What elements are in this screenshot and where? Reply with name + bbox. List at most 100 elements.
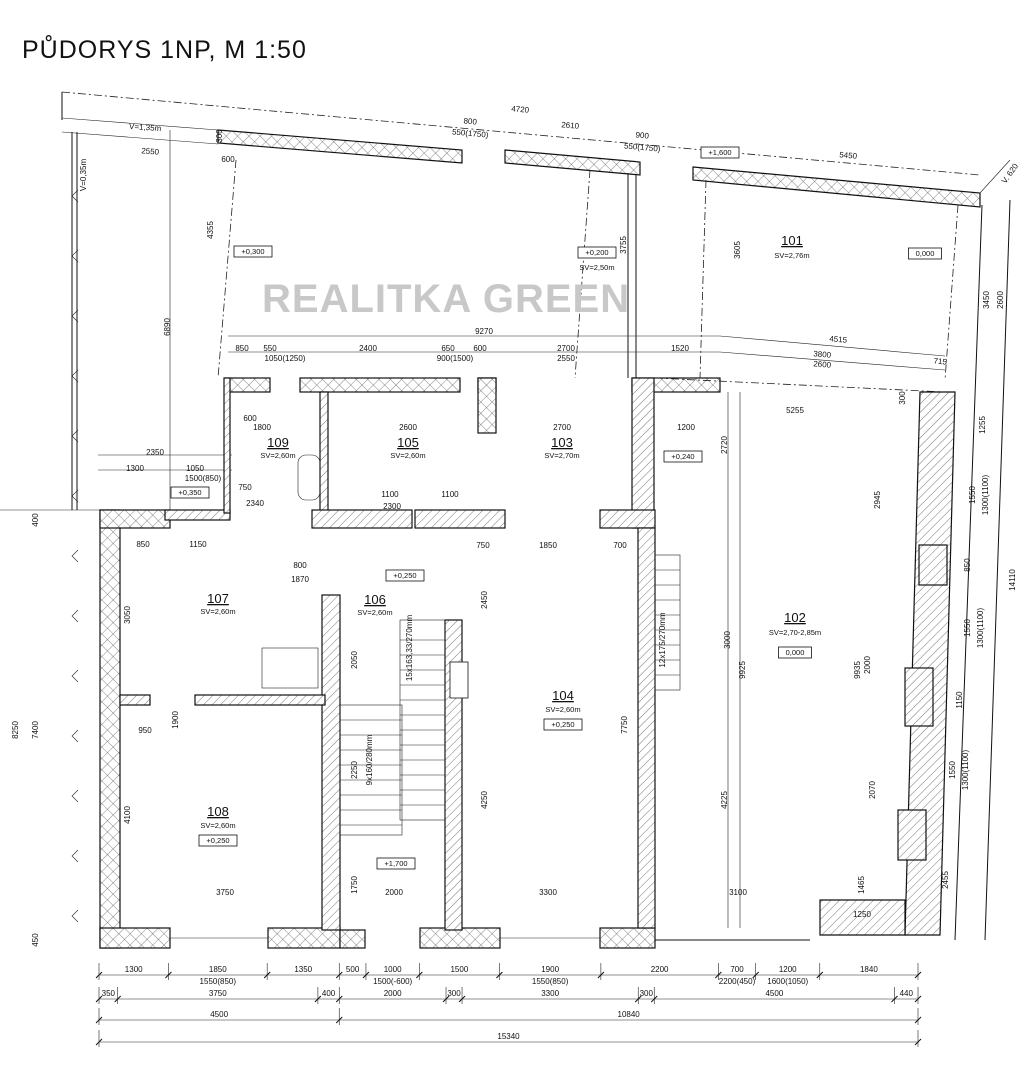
top-dimension: 750: [238, 483, 252, 492]
level-value: +0,200: [585, 248, 608, 257]
dimension-tick: [752, 971, 760, 979]
level-value: +0,300: [241, 247, 264, 256]
dimension-label: 1900: [171, 711, 180, 729]
dimension-label: 450: [31, 933, 40, 947]
room-108-height: SV=2,60m: [200, 821, 235, 830]
top-dimension: 1050(1250): [265, 354, 306, 363]
room-103-height: SV=2,70m: [544, 451, 579, 460]
dimension-label: 1150: [955, 691, 964, 709]
level-box: [170, 486, 210, 499]
dimension-value: 1500: [450, 965, 468, 974]
dimension-label: 750: [476, 541, 490, 550]
room-105-number: 105: [397, 435, 419, 450]
dimension-tick: [597, 971, 605, 979]
dimension-label: 2450: [480, 591, 489, 609]
dimension-tick: [415, 971, 423, 979]
top-dimension: 2610: [561, 120, 580, 131]
room-104-number: 104: [552, 688, 574, 703]
dimension-label: 1300: [126, 464, 144, 473]
dimension-label: 1800: [253, 423, 271, 432]
level-value: +1,600: [708, 148, 731, 157]
room-106-number: 106: [364, 592, 386, 607]
level-value: 0,000: [786, 648, 805, 657]
dimension-label: 2050: [350, 651, 359, 669]
room-106-height: SV=2,60m: [357, 608, 392, 617]
terrace-wall-3: [692, 166, 981, 208]
level-box: [577, 246, 617, 259]
room-102-height: SV=2,70-2,85m: [769, 628, 821, 637]
level-value: 0,000: [916, 249, 935, 258]
top-dimension: 2600: [813, 359, 832, 370]
dimension-label: 850: [136, 540, 150, 549]
level-box: [700, 146, 740, 159]
room-102-number: 102: [784, 610, 806, 625]
dimension-label: 1870: [291, 575, 309, 584]
dimension-tick: [914, 1016, 922, 1024]
room-109-number: 109: [267, 435, 289, 450]
dimension-tick: [95, 1016, 103, 1024]
dimension-value: 440: [900, 989, 914, 998]
top-dimension: 4515: [829, 334, 848, 345]
dimension-subvalue: 1500(-600): [373, 977, 412, 986]
room-101-height: SV=2,76m: [774, 251, 809, 260]
dimension-label: 15x163,33/270mm: [405, 615, 414, 682]
terrace-outline: [0, 91, 1011, 941]
dimension-label: 2700: [553, 423, 571, 432]
top-dimension: 1520: [671, 344, 689, 353]
terrace-wall-1: [217, 129, 463, 164]
top-dimension: 600: [473, 344, 487, 353]
dimension-label: 1250: [853, 910, 871, 919]
dimension-label: 5255: [786, 406, 804, 415]
top-dimension: 850: [235, 344, 249, 353]
dimension-value: 2200: [651, 965, 669, 974]
dimension-label: 9925: [738, 661, 747, 679]
dimension-value: 1900: [541, 965, 559, 974]
dimension-label: 4100: [123, 806, 132, 824]
top-dimension: 550: [263, 344, 277, 353]
dimension-subvalue: 1600(1050): [767, 977, 808, 986]
dimension-label: 3605: [733, 241, 742, 259]
dimension-label: 3450: [982, 291, 991, 309]
dimension-label: 1300(1100): [981, 475, 990, 516]
dimension-label: 3050: [123, 606, 132, 624]
top-dimension: 550(1750): [452, 127, 489, 139]
note-v-035: V=0,35m: [79, 159, 88, 192]
level-value: +0,350: [178, 488, 201, 497]
dimension-label: 7750: [620, 716, 629, 734]
dimension-label: 1150: [189, 540, 207, 549]
top-dimension: 2700: [557, 344, 575, 353]
room-105-height: SV=2,60m: [390, 451, 425, 460]
dimension-value: 400: [322, 989, 336, 998]
dimension-label: 400: [31, 513, 40, 527]
dimension-label: 1750: [350, 876, 359, 894]
dimension-label: 4225: [720, 791, 729, 809]
dimension-label: 6890: [163, 318, 172, 336]
dimension-label: 1300(1100): [976, 608, 985, 649]
dimension-tick: [114, 995, 122, 1003]
dimension-label: 3750: [216, 888, 234, 897]
level-box: [198, 834, 238, 847]
dimension-label: 12x175/270mm: [658, 612, 667, 667]
top-dimension: 300: [898, 391, 907, 405]
dimension-value: 1200: [779, 965, 797, 974]
dimension-label: 2455: [941, 871, 950, 889]
room-103-number: 103: [551, 435, 573, 450]
level-box: [233, 245, 273, 258]
dimension-value: 500: [346, 965, 360, 974]
dimension-label: 2000: [863, 656, 872, 674]
top-dimension: 2400: [359, 344, 377, 353]
room-107-number: 107: [207, 591, 229, 606]
dimension-label: 850: [963, 558, 972, 572]
dimension-label: 7400: [31, 721, 40, 739]
top-dimension: 2550: [141, 146, 160, 157]
dimension-tick: [335, 995, 343, 1003]
dimension-tick: [634, 995, 642, 1003]
level-box: [778, 646, 812, 659]
dimension-label: 2250: [350, 761, 359, 779]
dimension-label: 9935: [853, 661, 862, 679]
dimension-tick: [95, 995, 103, 1003]
